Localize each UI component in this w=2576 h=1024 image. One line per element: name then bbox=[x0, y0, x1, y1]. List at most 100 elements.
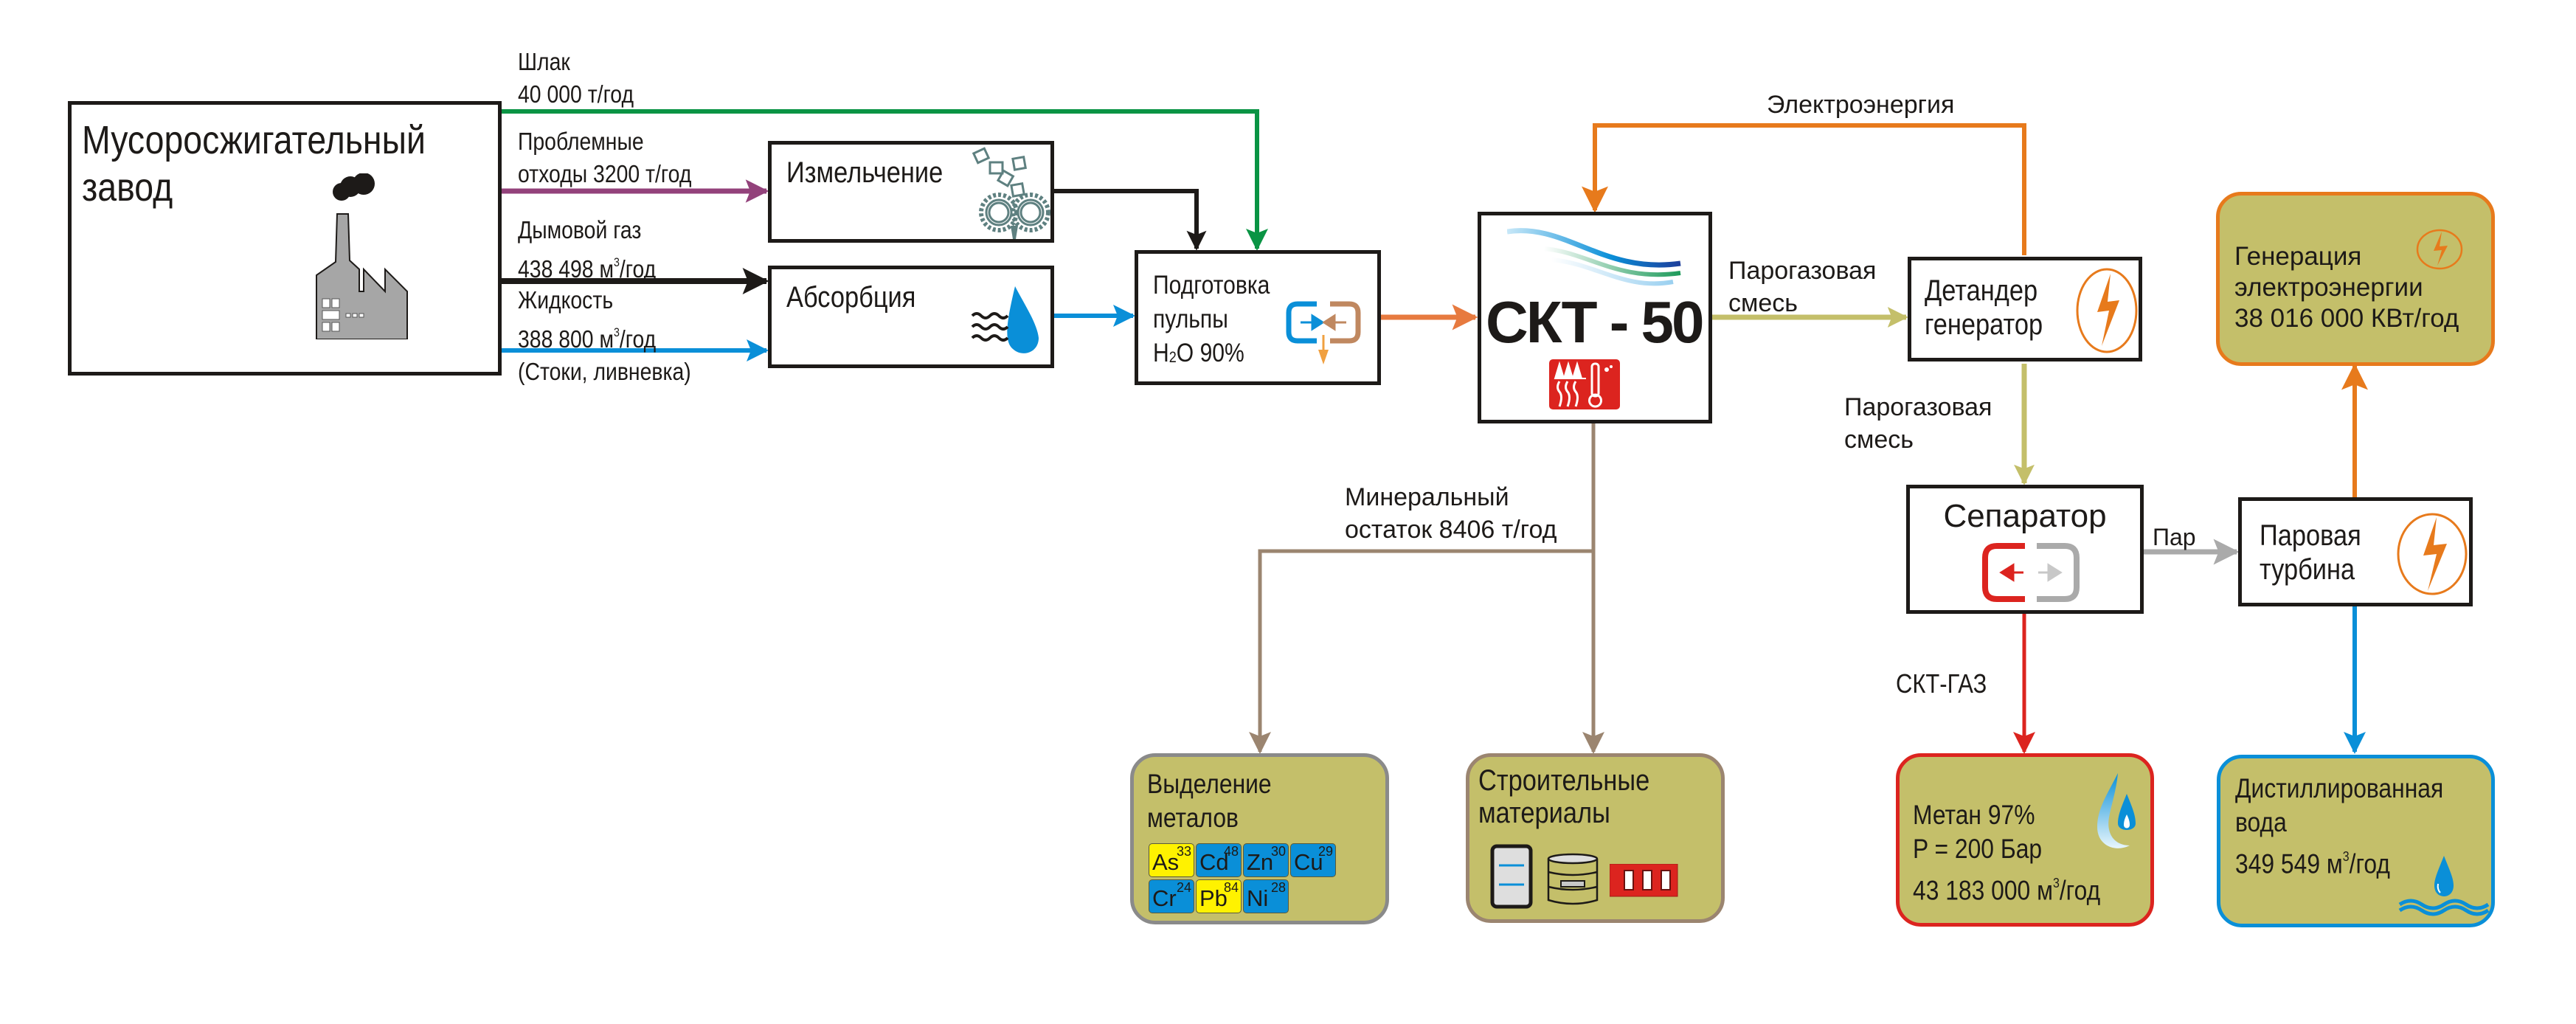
separator-title: Сепаратор bbox=[1943, 498, 2107, 534]
slag-label-line2: 40 000 т/год bbox=[518, 80, 634, 108]
separator-icon bbox=[1982, 543, 2080, 602]
absorption-node[interactable]: Абсорбция bbox=[768, 266, 1054, 368]
liquid-label-line1: Жидкость bbox=[518, 286, 614, 314]
turbine-line2: турбина bbox=[2260, 553, 2355, 586]
detander-title: Детандер генератор bbox=[1925, 274, 2043, 342]
water-line1: Дистиллированная bbox=[2235, 773, 2444, 803]
incineration-plant-node[interactable]: Мусоросжигательный завод bbox=[68, 101, 502, 376]
electricity-flow-line bbox=[1582, 123, 2026, 255]
element-number: 24 bbox=[1176, 880, 1191, 895]
pulp-preparation-node[interactable]: Подготовка пульпы H2O 90% bbox=[1135, 250, 1381, 385]
water-drop-icon bbox=[2398, 856, 2490, 916]
methane-value: 43 183 000 м3/год bbox=[1913, 875, 2101, 906]
element-number: 28 bbox=[1270, 880, 1286, 895]
mineral-to-metals-line bbox=[1249, 549, 1593, 754]
mineral-flow-label: Минеральный остаток 8406 т/год bbox=[1345, 481, 1557, 546]
methane-line1: Метан 97% bbox=[1913, 800, 2035, 830]
grinding-node[interactable]: Измельчение bbox=[768, 141, 1054, 243]
skt-title: СКТ - 50 bbox=[1486, 289, 1705, 355]
element-number: 48 bbox=[1223, 844, 1239, 859]
distilled-water-node[interactable]: Дистиллированная вода 349 549 м3/год bbox=[2217, 755, 2495, 927]
brick-icon bbox=[1610, 864, 1678, 897]
pulp-prep-line3: H2O 90% bbox=[1153, 339, 1244, 367]
power-generation-node[interactable]: Генерация электроэнергии 38 016 000 КВт/… bbox=[2216, 192, 2495, 366]
water-text: Дистиллированная вода 349 549 м3/год bbox=[2235, 772, 2443, 882]
liquid-label-line3: (Стоки, ливневка) bbox=[518, 357, 691, 385]
metals-title: Выделение металов bbox=[1147, 767, 1272, 835]
pulp-prep-line2: пульпы bbox=[1153, 305, 1228, 333]
building-line2: материалы bbox=[1478, 797, 1610, 829]
mineral-label-line2: остаток 8406 т/год bbox=[1345, 516, 1557, 544]
slag-label-line1: Шлак bbox=[518, 48, 570, 75]
steam-gas-2-line2: смесь bbox=[1844, 426, 1914, 454]
methane-output-node[interactable]: Метан 97% P = 200 Бар 43 183 000 м3/год bbox=[1896, 753, 2154, 927]
steam-gas-1-line2: смесь bbox=[1728, 289, 1798, 317]
plant-title-line2: завод bbox=[82, 165, 173, 210]
element-symbol: Cr bbox=[1152, 885, 1177, 911]
building-title: Строительные материалы bbox=[1478, 764, 1649, 829]
water-value: 349 549 м3/год bbox=[2235, 848, 2390, 879]
wave-logo-icon bbox=[1507, 228, 1681, 286]
lightning-icon bbox=[2416, 229, 2463, 270]
absorption-title: Абсорбция bbox=[786, 281, 916, 314]
element-symbol: As bbox=[1152, 849, 1180, 875]
water-line2: вода bbox=[2235, 807, 2287, 837]
grinding-to-prep-line bbox=[1053, 189, 1207, 251]
water-drop-waves-icon bbox=[971, 286, 1039, 353]
plant-title-line1: Мусоросжигательный bbox=[82, 118, 426, 162]
element-symbol: Cu bbox=[1294, 849, 1323, 875]
turbine-title: Паровая турбина bbox=[2260, 519, 2361, 587]
element-number: 29 bbox=[1318, 844, 1333, 859]
mixing-icon bbox=[1286, 301, 1361, 364]
pulp-prep-line1: Подготовка bbox=[1153, 271, 1270, 300]
element-number: 33 bbox=[1176, 844, 1191, 859]
problem-waste-label-line1: Проблемные bbox=[518, 128, 644, 155]
mineral-label-line1: Минеральный bbox=[1345, 483, 1509, 511]
slag-flow-label: Шлак 40 000 т/год bbox=[518, 46, 634, 111]
grinding-title: Измельчение bbox=[786, 156, 944, 189]
liquid-label-line2: 388 800 м3/год bbox=[518, 325, 657, 353]
steam-gas-flow-label-1: Парогазовая смесь bbox=[1728, 255, 1876, 319]
detander-generator-node[interactable]: Детандер генератор bbox=[1908, 257, 2142, 361]
steam-gas-1-line1: Парогазовая bbox=[1728, 257, 1877, 285]
lightning-icon bbox=[2397, 513, 2468, 595]
separator-node[interactable]: Сепаратор bbox=[1906, 485, 2144, 614]
electricity-flow-label: Электроэнергия bbox=[1767, 91, 1955, 119]
element-symbol: Cd bbox=[1199, 849, 1229, 875]
steam-flow-label: Пар bbox=[2153, 524, 2196, 550]
lightning-icon bbox=[2076, 268, 2138, 353]
building-materials-node[interactable]: Строительные материалы bbox=[1466, 753, 1725, 923]
factory-icon bbox=[316, 173, 408, 339]
element-number: 30 bbox=[1270, 844, 1286, 859]
element-number: 84 bbox=[1223, 880, 1239, 895]
power-gen-text: Генерация электроэнергии 38 016 000 КВт/… bbox=[2234, 241, 2459, 334]
detander-line2: генератор bbox=[1925, 308, 2043, 341]
liquid-flow-label: Жидкость 388 800 м3/год (Стоки, ливневка… bbox=[518, 284, 691, 388]
metals-line2: металов bbox=[1147, 803, 1239, 833]
pulp-prep-text: Подготовка пульпы H2O 90% bbox=[1153, 269, 1270, 375]
slag-flow-line bbox=[501, 109, 1268, 251]
skt-gas-flow-label: СКТ-ГАЗ bbox=[1896, 668, 1987, 699]
problem-waste-flow-label: Проблемные отходы 3200 т/год bbox=[518, 125, 691, 190]
barrel-icon bbox=[1547, 853, 1599, 905]
building-line1: Строительные bbox=[1478, 764, 1650, 797]
gears-icon bbox=[972, 147, 1050, 239]
power-gen-value: 38 016 000 КВт/год bbox=[2234, 304, 2459, 333]
steam-turbine-node[interactable]: Паровая турбина bbox=[2238, 497, 2473, 606]
smoke-gas-label-line1: Дымовой газ bbox=[518, 216, 642, 243]
methane-line2: P = 200 Бар bbox=[1913, 834, 2043, 864]
smoke-gas-label-line2: 438 498 м3/год bbox=[518, 255, 657, 283]
element-symbol: Ni bbox=[1247, 885, 1269, 911]
element-symbol: Pb bbox=[1199, 885, 1228, 911]
power-gen-line1: Генерация bbox=[2234, 242, 2362, 271]
skt-50-reactor-node[interactable]: СКТ - 50 bbox=[1478, 212, 1712, 423]
